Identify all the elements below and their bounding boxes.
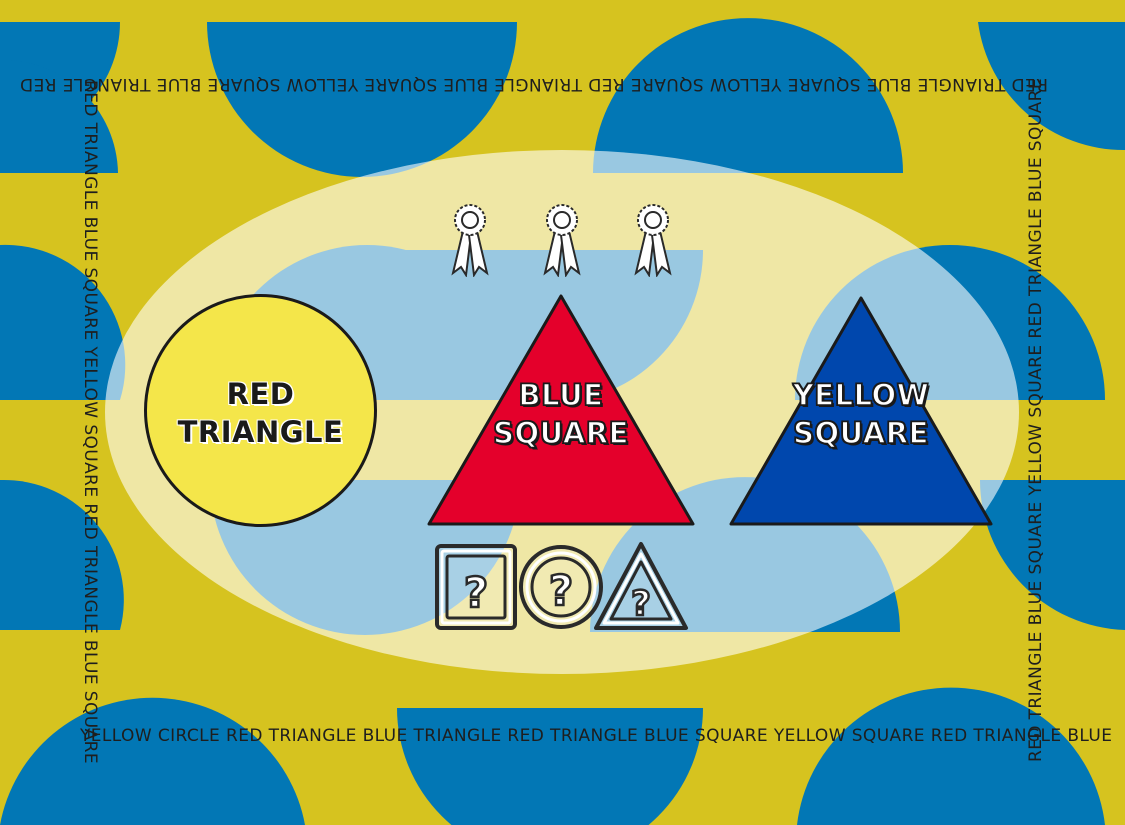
- mystery-triangle-icon: ?: [594, 542, 688, 630]
- blue-triangle-line1: YELLOW: [792, 377, 930, 413]
- mystery-triangle-glyph: ?: [631, 584, 651, 624]
- ribbon-icon: [634, 204, 672, 277]
- red-triangle-line1: BLUE: [518, 377, 604, 413]
- blue-triangle-line2: SQUARE: [792, 415, 929, 451]
- circle-card-line1: RED: [226, 377, 295, 411]
- border-text-left: RED TRIANGLE BLUE SQUARE YELLOW SQUARE R…: [80, 80, 100, 764]
- mystery-circle-icon: ?: [519, 545, 603, 629]
- border-text-right: RED TRIANGLE BLUE SQUARE YELLOW SQUARE R…: [1026, 78, 1046, 762]
- yellow-circle-card[interactable]: RED TRIANGLE: [143, 293, 378, 528]
- border-text-top: RED TRIANGLE BLUE SQUARE YELLOW SQUARE R…: [19, 74, 1048, 94]
- triangle-shape: [427, 294, 695, 526]
- mystery-circle-glyph: ?: [549, 566, 573, 615]
- circle-card-line2: TRIANGLE: [177, 415, 344, 449]
- ribbon-icon: [451, 204, 489, 277]
- red-triangle-card[interactable]: BLUE SQUARE: [425, 292, 697, 528]
- border-text-bottom: YELLOW CIRCLE RED TRIANGLE BLUE TRIANGLE…: [80, 726, 1113, 746]
- triangle-shape: [729, 296, 993, 526]
- mystery-square-glyph: ?: [464, 568, 488, 617]
- ribbon-icon: [543, 204, 581, 277]
- red-triangle-label: BLUE SQUARE: [425, 376, 697, 452]
- blue-triangle-card[interactable]: YELLOW SQUARE: [727, 294, 995, 528]
- mystery-square-icon: ?: [435, 544, 517, 630]
- circle-card-label: RED TRIANGLE: [143, 375, 378, 451]
- blue-triangle-label: YELLOW SQUARE: [727, 376, 995, 452]
- circle-shape: [144, 294, 377, 527]
- red-triangle-line2: SQUARE: [492, 415, 629, 451]
